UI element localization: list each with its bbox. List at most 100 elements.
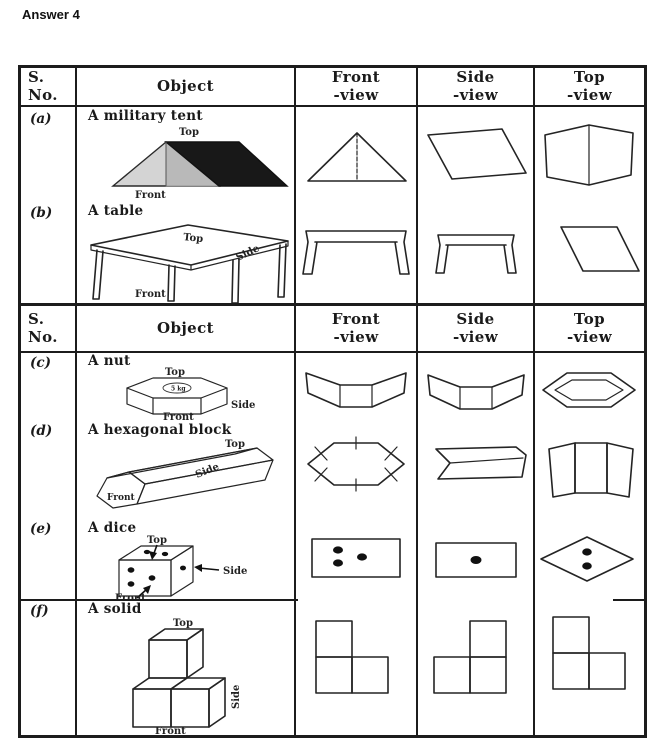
solid-front-view-square bbox=[315, 656, 353, 694]
row-c-number: (c) bbox=[30, 355, 51, 371]
nut-top-view-inner-hexagon bbox=[554, 379, 624, 401]
header-sno: S. No. bbox=[21, 68, 77, 107]
table-front-label: Front bbox=[135, 289, 166, 300]
hexblock-side-view-edge bbox=[449, 457, 524, 464]
table-section-1: S. No. Object Front -view Side -view Top… bbox=[21, 68, 644, 303]
header2-front-view-label: Front -view bbox=[331, 310, 381, 346]
hexblock-side-view bbox=[435, 446, 527, 480]
nut-front-view bbox=[305, 372, 407, 408]
header2-side-view-label: Side -view bbox=[452, 310, 499, 346]
table-side-view bbox=[435, 234, 517, 274]
dice-front-arrowhead bbox=[143, 585, 151, 594]
dice-side-arrow bbox=[198, 567, 220, 571]
header2-object: Object bbox=[77, 306, 296, 353]
dice-pip bbox=[143, 549, 151, 555]
tent-top-label: Top bbox=[179, 127, 199, 138]
row-c-title: A nut bbox=[88, 353, 131, 369]
dice-side-label: Side bbox=[223, 566, 247, 577]
table-drawing: Top Side Front bbox=[90, 224, 289, 303]
row-f-separator-line bbox=[21, 599, 298, 601]
object-column-1: A military tent Top Front A table bbox=[77, 107, 296, 303]
top-view-column-2 bbox=[535, 353, 644, 735]
nut-front-view-outline bbox=[305, 372, 407, 408]
tent-roof-face bbox=[164, 141, 289, 187]
header-sno-label: S. No. bbox=[28, 68, 58, 104]
solid-top-cube-front bbox=[148, 639, 188, 679]
dice-side-view-pip bbox=[470, 556, 482, 564]
header2-front-view: Front -view bbox=[296, 306, 418, 353]
dice-top-view-rhombus bbox=[540, 536, 634, 582]
row-d-number: (d) bbox=[30, 423, 53, 439]
nut-side-view bbox=[427, 374, 525, 410]
hexblock-top-view-right-facet bbox=[606, 442, 634, 498]
nut-top-label: Top bbox=[165, 367, 185, 378]
dice-side-face bbox=[170, 545, 194, 597]
nut-side-label: Side bbox=[231, 400, 255, 411]
table-section-2: S. No. Object Front -view Side -view Top… bbox=[21, 303, 644, 735]
solid-top-view-square bbox=[552, 616, 590, 654]
dice-drawing: Top Side Front bbox=[115, 535, 247, 602]
solid-cube-front bbox=[132, 688, 172, 728]
row-d-title: A hexagonal block bbox=[88, 422, 232, 438]
dice-side-view-face bbox=[435, 542, 517, 578]
dice-front-view-pip bbox=[357, 553, 367, 561]
tent-front-view-triangle bbox=[307, 132, 407, 182]
dice-pip bbox=[161, 551, 169, 557]
table-leg-front bbox=[231, 258, 240, 303]
military-tent-drawing: Top Front bbox=[111, 127, 289, 200]
dice-side-view bbox=[435, 542, 517, 578]
hexagonal-block-drawing: Top Side Front bbox=[96, 439, 274, 509]
hexblock-top-view bbox=[548, 442, 634, 498]
dice-pip bbox=[127, 567, 135, 573]
solid-top-view-square bbox=[588, 652, 626, 690]
header2-side-view: Side -view bbox=[418, 306, 535, 353]
nut-drawing: Top 5 kg Side Front bbox=[126, 367, 255, 421]
dice-top-label: Top bbox=[147, 535, 167, 546]
solid-side-view-square bbox=[469, 620, 507, 658]
dice-top-arrowhead bbox=[149, 551, 157, 560]
dice-pip bbox=[127, 581, 135, 587]
solid-side-view-square bbox=[469, 656, 507, 694]
hexblock-top-view-middle-facet bbox=[574, 442, 608, 494]
side-view-column-1 bbox=[418, 107, 535, 303]
table-front-view bbox=[302, 230, 410, 275]
solid-side-view bbox=[433, 620, 507, 694]
table-leg-middle bbox=[167, 264, 176, 302]
header-top-view-label: Top -view bbox=[566, 68, 613, 104]
hexblock-lower-side-facet bbox=[136, 459, 274, 505]
header-front-view: Front -view bbox=[296, 68, 418, 107]
dice-front-view-pip bbox=[333, 559, 343, 567]
solid-side-label: Side bbox=[231, 685, 242, 709]
views-table: S. No. Object Front -view Side -view Top… bbox=[18, 65, 647, 738]
table-side-label: Side bbox=[234, 243, 261, 264]
row-f-title: A solid bbox=[88, 601, 142, 617]
header2-top-view-label: Top -view bbox=[566, 310, 613, 346]
table-top-edge bbox=[90, 240, 289, 271]
table-leg-right bbox=[277, 243, 287, 298]
row-f-number: (f) bbox=[30, 603, 49, 619]
row-b-title: A table bbox=[88, 203, 144, 219]
dice-top-view bbox=[540, 536, 634, 582]
header2-top-view: Top -view bbox=[535, 306, 644, 353]
dice-side-arrowhead bbox=[194, 564, 202, 572]
dice-front-label: Front bbox=[115, 593, 146, 602]
header-top-view: Top -view bbox=[535, 68, 644, 107]
nut-top-view bbox=[542, 372, 636, 408]
table-leg-left bbox=[92, 249, 104, 300]
hexblock-top-label: Top bbox=[225, 439, 245, 450]
object-column-2: A nut Top 5 kg Side Front A hexagonal bl… bbox=[77, 353, 296, 735]
table-front-view-outline bbox=[302, 230, 410, 275]
solid-side-view-square bbox=[433, 656, 471, 694]
row-b-number: (b) bbox=[30, 205, 53, 221]
solid-cube-side bbox=[208, 677, 226, 728]
header-side-view: Side -view bbox=[418, 68, 535, 107]
header2-sno: S. No. bbox=[21, 306, 77, 353]
solid-front-view bbox=[315, 620, 389, 694]
table-top-view-parallelogram bbox=[560, 226, 640, 272]
solid-front-view-square bbox=[351, 656, 389, 694]
nut-engraving-oval bbox=[162, 382, 192, 394]
solid-top-view-square bbox=[552, 652, 590, 690]
solid-top-label: Top bbox=[173, 618, 193, 629]
hexblock-front-view-hexagon bbox=[307, 442, 405, 486]
